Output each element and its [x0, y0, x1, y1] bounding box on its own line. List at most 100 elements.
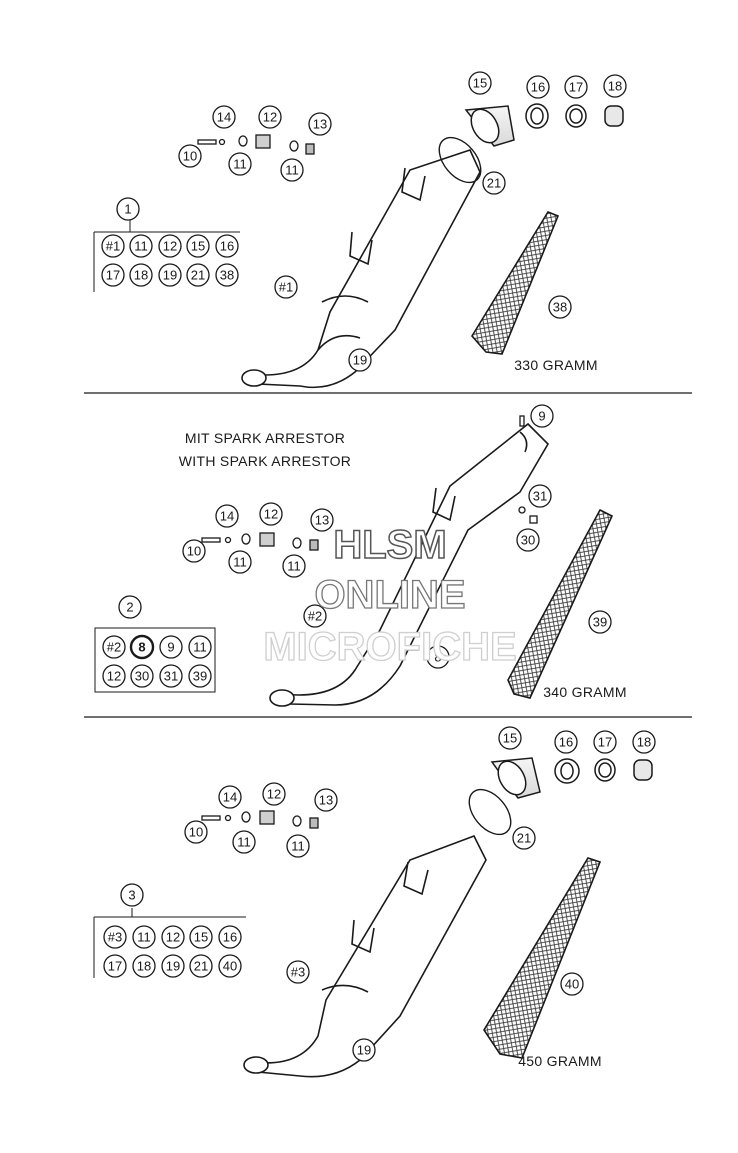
kit-item-s3-3: 15	[189, 925, 213, 949]
gasket-21b	[468, 788, 512, 836]
kit-item-s3-1: 11	[132, 925, 156, 949]
callout-s3-5: 14	[218, 785, 242, 809]
kit-item-s2-4: 12	[102, 664, 126, 688]
kit-item-s1-3-label: 15	[191, 239, 205, 254]
callout-s2-0-label: 8	[434, 650, 441, 665]
set-callout-3-label: 3	[128, 888, 135, 903]
plug-19	[604, 105, 624, 127]
end-cap-15	[464, 105, 515, 147]
heading-de: MIT SPARK ARRESTOR	[185, 430, 345, 446]
callout-s2-2: 10	[182, 539, 206, 563]
kit-item-s1-0-label: #1	[106, 239, 120, 254]
weight-label-1: 330 GRAMM	[514, 357, 598, 373]
kit-item-s3-5: 17	[103, 954, 127, 978]
kit-item-s3-5-label: 17	[108, 959, 122, 974]
callout-s3-11-label: 21	[517, 831, 531, 846]
callout-s3-12: 40	[560, 972, 584, 996]
callout-s3-3: 12	[262, 782, 286, 806]
muffler-label-3-label: #3	[291, 965, 305, 980]
kit-item-s3-6-label: 18	[137, 959, 151, 974]
weight-label-3: 450 GRAMM	[518, 1053, 602, 1069]
kit-item-s3-3-label: 15	[194, 930, 208, 945]
kit-item-s3-4: 16	[218, 925, 242, 949]
kit-item-s2-5: 30	[130, 664, 154, 688]
callout-s3-2-label: 11	[291, 839, 305, 854]
kit-item-s3-4-label: 16	[223, 930, 237, 945]
kit-item-s2-1: 8	[129, 634, 155, 660]
callout-s1-1: 11	[228, 152, 252, 176]
kit-item-s3-2: 12	[161, 925, 185, 949]
kit-item-s1-0: #1	[101, 234, 125, 258]
callout-s3-5-label: 14	[223, 790, 237, 805]
muffler-3	[243, 834, 487, 1078]
muffler-label-2: #2	[303, 604, 327, 628]
callout-s2-0: 8	[426, 645, 450, 669]
callout-s2-8-label: 30	[521, 533, 535, 548]
kit-bracket-3	[93, 908, 246, 978]
kit-item-s1-8: 21	[186, 263, 210, 287]
callout-s3-8: 17	[593, 730, 617, 754]
muffler-label-2-label: #2	[308, 609, 322, 624]
section-1	[93, 103, 624, 389]
ring-16b	[554, 758, 580, 784]
kit-item-s2-3-label: 11	[193, 640, 207, 655]
callout-s1-5-label: 14	[217, 110, 231, 125]
callout-s3-7-label: 16	[559, 735, 573, 750]
kit-item-s2-1-label: 8	[138, 640, 145, 655]
kit-item-s1-2-label: 12	[163, 239, 177, 254]
end-cap-15b	[490, 757, 541, 799]
kit-item-s3-6: 18	[132, 954, 156, 978]
callout-s3-10: 19	[352, 1038, 376, 1062]
fastener-set-2	[201, 415, 538, 651]
kit-box-2	[94, 627, 216, 693]
kit-item-s3-0-label: #3	[108, 930, 122, 945]
kit-item-s1-7-label: 19	[163, 268, 177, 283]
muffler-label-1-label: #1	[279, 280, 293, 295]
callout-s3-4-label: 13	[319, 793, 333, 808]
set-callout-3: 3	[120, 883, 144, 907]
section-2: MIT SPARK ARRESTOR WITH SPARK ARRESTOR	[94, 415, 614, 707]
callout-s1-12-label: 38	[553, 300, 567, 315]
ring-18b	[594, 758, 616, 782]
callout-s2-10-label: 39	[593, 615, 607, 630]
kit-item-s1-1: 11	[129, 234, 153, 258]
callout-s2-2-label: 10	[187, 544, 201, 559]
kit-item-s2-7: 39	[188, 664, 212, 688]
kit-item-s2-4-label: 12	[107, 669, 121, 684]
callout-s3-9: 18	[632, 730, 656, 754]
callout-s3-6: 15	[498, 726, 522, 750]
callout-s2-8: 30	[516, 528, 540, 552]
callout-s1-8: 17	[564, 75, 588, 99]
callout-s1-6-label: 15	[473, 76, 487, 91]
insert-38	[471, 211, 560, 355]
kit-item-s2-0: #2	[102, 635, 126, 659]
callout-s1-11-label: 21	[487, 176, 501, 191]
ring-18	[565, 104, 587, 128]
watermark: HLSM ONLINE MICROFICHE	[263, 522, 518, 669]
callout-s1-6: 15	[468, 71, 492, 95]
callout-s3-11: 21	[512, 826, 536, 850]
callout-s1-0: 10	[178, 144, 202, 168]
kit-item-s2-7-label: 39	[193, 669, 207, 684]
muffler-label-3: #3	[286, 960, 310, 984]
kit-item-s3-0: #3	[103, 925, 127, 949]
kit-item-s2-6: 31	[159, 664, 183, 688]
callout-s3-1: 11	[232, 830, 256, 854]
kit-item-s3-9: 40	[218, 954, 242, 978]
kit-item-s3-7-label: 19	[166, 959, 180, 974]
set-callout-1-label: 1	[124, 202, 131, 217]
callout-s3-8-label: 17	[598, 735, 612, 750]
kit-bracket-1	[93, 220, 240, 292]
kit-item-s1-1-label: 11	[134, 239, 148, 254]
callout-s3-9-label: 18	[637, 735, 651, 750]
callout-s2-3-label: 11	[233, 555, 247, 570]
muffler-2	[269, 422, 550, 707]
callout-s1-7: 16	[526, 75, 550, 99]
kit-item-s1-8-label: 21	[191, 268, 205, 283]
ring-16	[525, 103, 549, 129]
kit-item-s1-9-label: 38	[220, 268, 234, 283]
callout-s2-1-label: 9	[538, 409, 545, 424]
callout-s2-6-label: 13	[315, 513, 329, 528]
